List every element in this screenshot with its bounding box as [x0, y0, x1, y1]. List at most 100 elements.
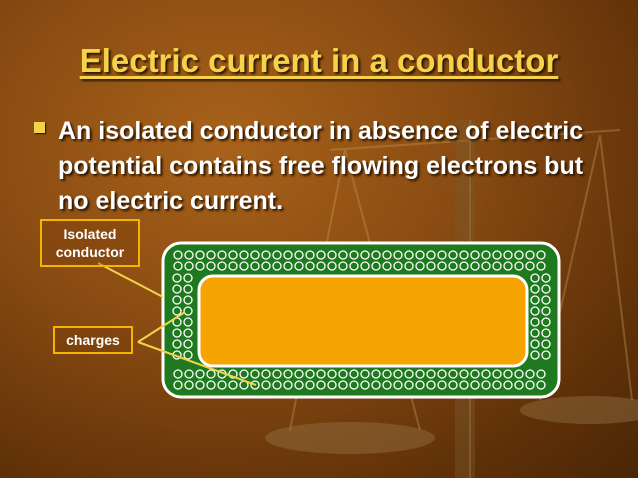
charges-pointer-line-lower — [137, 341, 257, 386]
charges-label: charges — [53, 326, 133, 354]
free-electron — [393, 261, 403, 271]
free-electron — [541, 339, 551, 349]
free-electron — [338, 380, 348, 390]
free-electron — [272, 250, 282, 260]
free-electron — [437, 261, 447, 271]
free-electron — [360, 250, 370, 260]
slide-title: Electric current in a conductor — [79, 42, 559, 79]
free-electron — [541, 284, 551, 294]
free-electron — [283, 261, 293, 271]
free-electron — [459, 250, 469, 260]
free-electron — [195, 380, 205, 390]
free-electron — [172, 328, 182, 338]
free-electron — [525, 380, 535, 390]
free-electron — [536, 369, 546, 379]
charges-pointer-line-upper — [137, 311, 186, 343]
free-electron — [426, 261, 436, 271]
free-electron — [184, 369, 194, 379]
free-electron — [327, 261, 337, 271]
free-electron — [415, 261, 425, 271]
isolated-conductor-label: Isolated conductor — [40, 219, 140, 267]
free-electron — [261, 380, 271, 390]
free-electron — [530, 306, 540, 316]
free-electron — [217, 380, 227, 390]
free-electron — [459, 369, 469, 379]
free-electron — [481, 380, 491, 390]
free-electron — [239, 250, 249, 260]
charges-group — [172, 250, 551, 390]
free-electron — [481, 261, 491, 271]
free-electron — [283, 380, 293, 390]
free-electron — [283, 369, 293, 379]
free-electron — [338, 261, 348, 271]
free-electron — [360, 380, 370, 390]
free-electron — [530, 284, 540, 294]
free-electron — [448, 250, 458, 260]
free-electron — [228, 380, 238, 390]
free-electron — [173, 261, 183, 271]
free-electron — [514, 250, 524, 260]
free-electron — [382, 250, 392, 260]
free-electron — [327, 250, 337, 260]
free-electron — [349, 250, 359, 260]
free-electron — [393, 380, 403, 390]
free-electron — [503, 261, 513, 271]
free-electron — [206, 250, 216, 260]
free-electron — [294, 369, 304, 379]
free-electron — [503, 380, 513, 390]
free-electron — [250, 380, 260, 390]
free-electron — [261, 261, 271, 271]
free-electron — [195, 261, 205, 271]
free-electron — [382, 369, 392, 379]
free-electron — [183, 350, 193, 360]
free-electron — [415, 369, 425, 379]
free-electron — [183, 306, 193, 316]
bullet-marker — [34, 122, 45, 133]
free-electron — [206, 261, 216, 271]
free-electron — [261, 250, 271, 260]
free-electron — [183, 273, 193, 283]
free-electron — [349, 380, 359, 390]
free-electron — [437, 250, 447, 260]
free-electron — [371, 250, 381, 260]
free-electron — [349, 261, 359, 271]
free-electron — [250, 261, 260, 271]
free-electron — [415, 250, 425, 260]
free-electron — [536, 380, 546, 390]
free-electron — [172, 306, 182, 316]
free-electron — [382, 261, 392, 271]
free-electron — [371, 380, 381, 390]
free-electron — [316, 380, 326, 390]
free-electron — [470, 369, 480, 379]
free-electron — [173, 380, 183, 390]
free-electron — [404, 261, 414, 271]
free-electron — [530, 350, 540, 360]
free-electron — [371, 369, 381, 379]
free-electron — [448, 380, 458, 390]
free-electron — [173, 250, 183, 260]
free-electron — [470, 380, 480, 390]
free-electron — [250, 369, 260, 379]
free-electron — [541, 350, 551, 360]
free-electron — [404, 380, 414, 390]
free-electron — [305, 369, 315, 379]
free-electron — [283, 250, 293, 260]
free-electron — [514, 261, 524, 271]
free-electron — [492, 369, 502, 379]
free-electron — [327, 380, 337, 390]
free-electron — [195, 369, 205, 379]
free-electron — [327, 369, 337, 379]
free-electron — [173, 369, 183, 379]
free-electron — [360, 261, 370, 271]
free-electron — [404, 250, 414, 260]
free-electron — [492, 261, 502, 271]
free-electron — [338, 250, 348, 260]
free-electron — [541, 273, 551, 283]
free-electron — [195, 250, 205, 260]
free-electron — [272, 261, 282, 271]
free-electron — [172, 273, 182, 283]
free-electron — [503, 369, 513, 379]
free-electron — [360, 369, 370, 379]
free-electron — [437, 380, 447, 390]
free-electron — [184, 250, 194, 260]
